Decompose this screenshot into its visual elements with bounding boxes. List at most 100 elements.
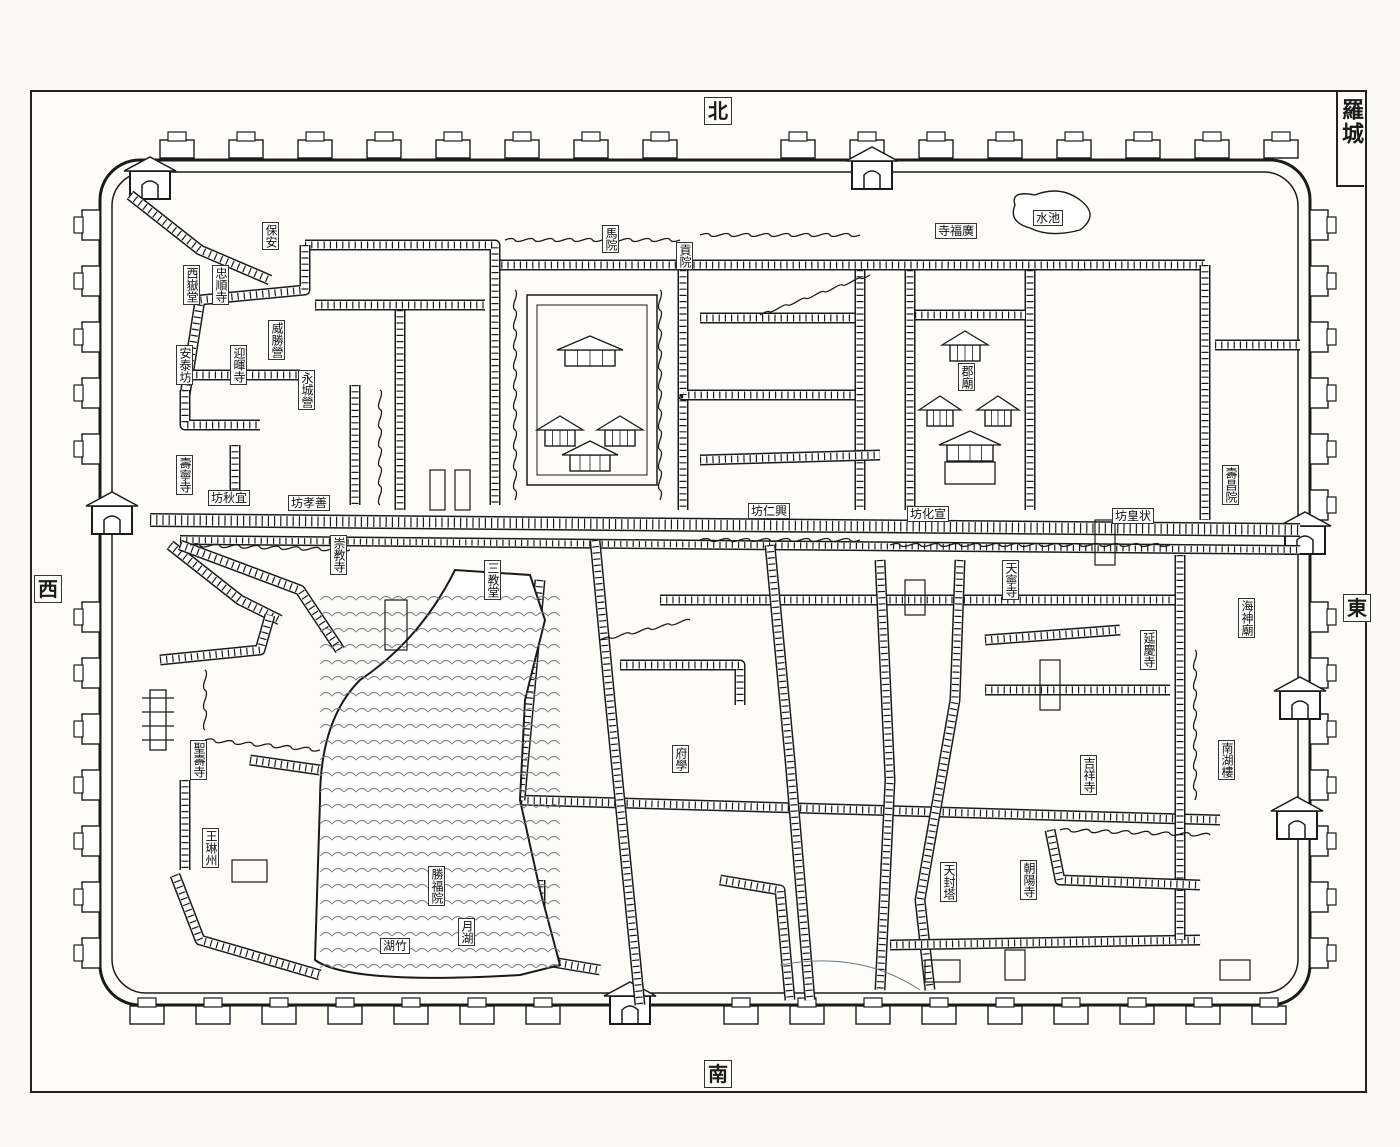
lake-wave <box>391 724 417 729</box>
place-label-l24: 朝陽寺 <box>1020 860 1037 900</box>
lake-wave <box>343 948 369 953</box>
lake-wave <box>511 756 537 761</box>
south-marker: 南 <box>704 1060 732 1088</box>
lake-wave <box>463 612 489 617</box>
lake-wave <box>535 836 561 841</box>
lake-wave <box>343 788 369 793</box>
merlon-north-top <box>581 131 601 142</box>
lake-wave <box>535 644 561 649</box>
building-8 <box>1039 659 1061 711</box>
lake-wave <box>343 964 369 969</box>
merlon-east-top <box>1326 440 1337 458</box>
merlon-south <box>129 1005 165 1025</box>
prefecture-compound <box>526 294 658 486</box>
lake-wave <box>535 756 561 761</box>
map-frame <box>30 90 1367 1093</box>
lake-wave <box>343 836 369 841</box>
lake-wave <box>319 916 345 921</box>
title-box: 羅城 <box>1336 92 1364 187</box>
merlon-south <box>459 1005 495 1025</box>
lake-wave <box>439 676 465 681</box>
lake-wave <box>343 772 369 777</box>
lake-wave <box>415 852 441 857</box>
lake-wave <box>415 964 441 969</box>
merlon-east-top <box>1326 608 1337 626</box>
lake-wave <box>439 628 465 633</box>
merlon-north <box>573 139 609 159</box>
canal-north-2 <box>699 232 861 238</box>
merlon-north-top <box>1271 131 1291 142</box>
lake-wave <box>391 900 417 905</box>
lake-wave <box>415 932 441 937</box>
lake-wave <box>319 788 345 793</box>
merlon-east <box>1309 601 1329 633</box>
merlon-south <box>1185 1005 1221 1025</box>
merlon-west <box>81 433 101 465</box>
lake-wave <box>439 612 465 617</box>
merlon-south-top <box>1259 997 1279 1008</box>
merlon-west-top <box>73 272 84 290</box>
lake-wave <box>439 820 465 825</box>
temple-hall-2-roof <box>916 395 964 411</box>
street-south-loop-fill <box>620 661 744 705</box>
merlon-west <box>81 209 101 241</box>
merlon-south <box>393 1005 429 1025</box>
lake-wave <box>319 612 345 617</box>
lake-wave <box>487 852 513 857</box>
lake-wave <box>367 724 393 729</box>
gate-north-roof <box>845 146 899 162</box>
lake-wave <box>511 660 537 665</box>
merlon-north-top <box>443 131 463 142</box>
canal-west-curve <box>202 669 208 731</box>
lake-wave <box>343 676 369 681</box>
lake-wave <box>439 916 465 921</box>
lake-wave <box>343 868 369 873</box>
gate-south-arch <box>621 1005 639 1024</box>
lake-wave <box>319 708 345 713</box>
lake-wave <box>367 964 393 969</box>
merlon-south <box>789 1005 825 1025</box>
lake-wave <box>343 692 369 697</box>
merlon-north-top <box>1133 131 1153 142</box>
place-label-l21: 延慶寺 <box>1140 630 1157 670</box>
lake-wave <box>367 660 393 665</box>
lake-wave <box>535 596 561 601</box>
place-label-l23: 天封塔 <box>940 862 957 902</box>
merlon-west-top <box>73 608 84 626</box>
gate-east-2 <box>1279 690 1321 720</box>
lake-wave <box>367 900 393 905</box>
ward-label-h2: 坊孝善 <box>288 495 331 511</box>
lake-wave <box>535 932 561 937</box>
lake-wave <box>343 932 369 937</box>
lake-wave <box>487 900 513 905</box>
place-label-l18: 府學 <box>672 745 689 773</box>
lake-wave <box>463 852 489 857</box>
place-label-l14: 吉祥寺 <box>1080 755 1097 795</box>
lake-wave <box>343 708 369 713</box>
lake-wave <box>391 676 417 681</box>
place-label-l20: 勝福院 <box>428 866 445 906</box>
lake-wave <box>367 836 393 841</box>
lake-wave <box>511 740 537 745</box>
lake-wave <box>439 948 465 953</box>
merlon-south <box>525 1005 561 1025</box>
street-west-curve-4-fill <box>249 756 321 774</box>
merlon-north <box>504 139 540 159</box>
lake-wave <box>319 628 345 633</box>
merlon-west <box>81 881 101 913</box>
ward-label-h8: 坊仁興 <box>748 503 791 519</box>
merlon-north <box>228 139 264 159</box>
street-south-ew-fill <box>514 796 1221 824</box>
lake-wave <box>391 788 417 793</box>
lake-wave <box>367 932 393 937</box>
merlon-south-top <box>467 997 487 1008</box>
place-label-l10: 貢院 <box>676 242 693 270</box>
merlon-south-top <box>995 997 1015 1008</box>
merlon-south <box>327 1005 363 1025</box>
merlon-east-top <box>1326 888 1337 906</box>
lake-wave <box>415 724 441 729</box>
lake-wave <box>511 772 537 777</box>
lake-wave <box>511 788 537 793</box>
lake-wave <box>319 756 345 761</box>
